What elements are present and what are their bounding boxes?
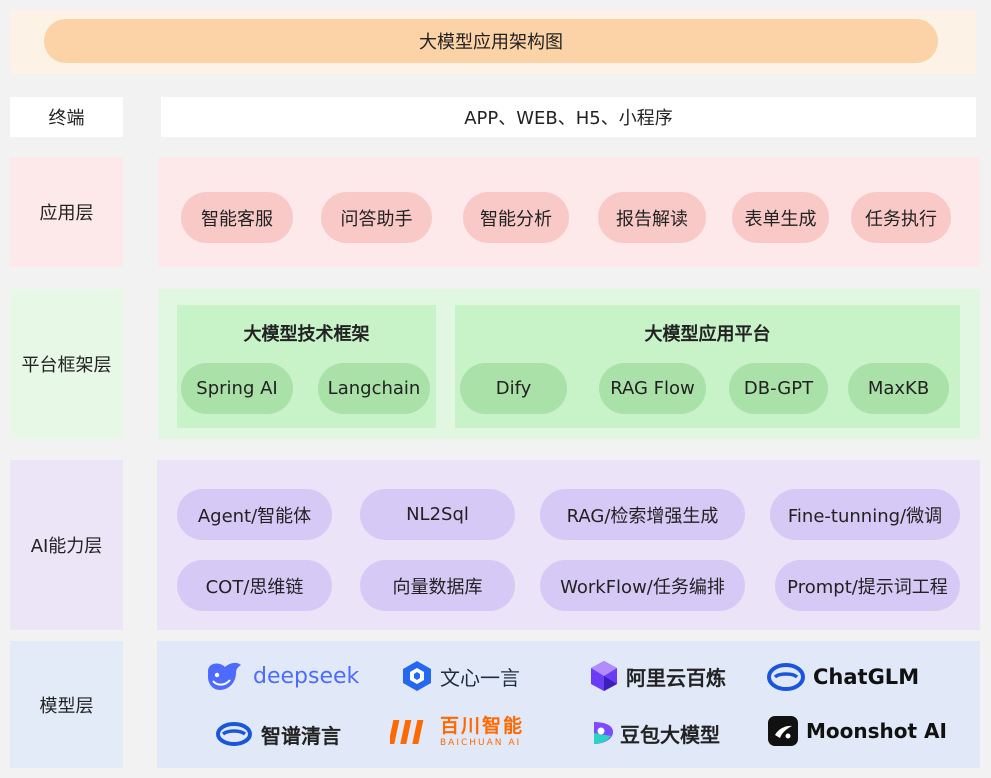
app-item-report-reading: 报告解读: [598, 192, 706, 243]
model-layer-panel: [157, 641, 980, 768]
ai-layer-label: AI能力层: [10, 460, 123, 630]
zhipu-wordmark: 智谱清言: [261, 723, 341, 748]
app-item-form-generation: 表单生成: [732, 192, 829, 243]
platform-dify: Dify: [460, 363, 567, 414]
app-item-task-execution: 任务执行: [851, 192, 951, 243]
diagram-title: 大模型应用架构图: [44, 19, 938, 63]
app-item-customer-service: 智能客服: [181, 192, 293, 243]
ai-item-agent: Agent/智能体: [177, 489, 332, 540]
chatglm-wordmark: ChatGLM: [813, 665, 920, 689]
moonshot-wordmark: Moonshot AI: [806, 719, 947, 743]
model-moonshot: Moonshot AI: [768, 714, 947, 748]
app-item-qa-assistant: 问答助手: [321, 192, 432, 243]
model-baichuan: 百川智能 BAICHUAN AI: [390, 714, 524, 750]
deepseek-whale-icon: [205, 659, 245, 693]
app-item-smart-analysis: 智能分析: [463, 192, 569, 243]
app-layer-label: 应用层: [10, 157, 123, 267]
platform-layer-label: 平台框架层: [10, 289, 123, 439]
model-zhipu: 智谱清言: [215, 717, 341, 751]
ai-item-workflow: WorkFlow/任务编排: [540, 560, 745, 611]
doubao-icon: [590, 719, 616, 747]
bailian-icon: [590, 660, 618, 692]
baichuan-subtitle: BAICHUAN AI: [440, 737, 522, 748]
chatglm-ring-icon: [767, 662, 805, 692]
platform-ragflow: RAG Flow: [599, 363, 706, 414]
model-wenxin: 文心一言: [402, 658, 520, 694]
ai-item-vector-db: 向量数据库: [360, 560, 515, 611]
app-layer-panel: [158, 157, 980, 267]
ai-item-fine-tuning: Fine-tunning/微调: [770, 489, 960, 540]
platform-db-gpt: DB-GPT: [729, 363, 828, 414]
ai-item-rag: RAG/检索增强生成: [540, 489, 745, 540]
ai-item-prompt: Prompt/提示词工程: [775, 560, 960, 611]
app-platform-title: 大模型应用平台: [644, 324, 771, 345]
model-chatglm: ChatGLM: [767, 660, 919, 694]
framework-langchain: Langchain: [318, 363, 430, 414]
model-layer-label: 模型层: [10, 641, 123, 768]
ai-item-nl2sql: NL2Sql: [360, 489, 515, 540]
bailian-wordmark: 阿里云百炼: [626, 665, 726, 690]
deepseek-wordmark: deepseek: [253, 663, 360, 689]
framework-spring-ai: Spring AI: [181, 363, 293, 414]
model-deepseek: deepseek: [205, 658, 359, 694]
terminal-content: APP、WEB、H5、小程序: [161, 97, 976, 137]
ai-item-cot: COT/思维链: [177, 560, 332, 611]
model-bailian: 阿里云百炼: [590, 658, 726, 694]
baichuan-name: 百川智能: [440, 714, 525, 737]
baichuan-wordmark: 百川智能 BAICHUAN AI: [440, 714, 525, 748]
wenxin-wordmark: 文心一言: [440, 665, 520, 690]
model-doubao: 豆包大模型: [590, 716, 720, 750]
platform-maxkb: MaxKB: [848, 363, 949, 414]
moonshot-icon: [768, 716, 798, 746]
wenxin-cube-icon: [402, 660, 432, 692]
doubao-wordmark: 豆包大模型: [620, 722, 720, 747]
terminal-layer-label: 终端: [10, 97, 123, 137]
tech-framework-title: 大模型技术框架: [243, 324, 370, 345]
baichuan-icon: [390, 717, 434, 747]
zhipu-ring-icon: [215, 721, 253, 747]
